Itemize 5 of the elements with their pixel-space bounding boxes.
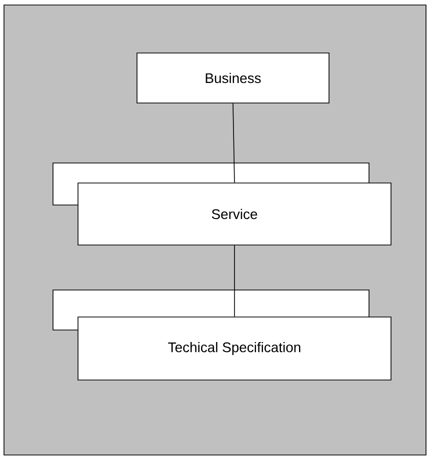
connector-line	[232, 103, 235, 183]
stacked-box: Service	[52, 162, 392, 246]
connector-line	[234, 245, 235, 317]
process-box: Business	[136, 52, 330, 104]
stacked-box: Techical Specification	[52, 290, 392, 380]
